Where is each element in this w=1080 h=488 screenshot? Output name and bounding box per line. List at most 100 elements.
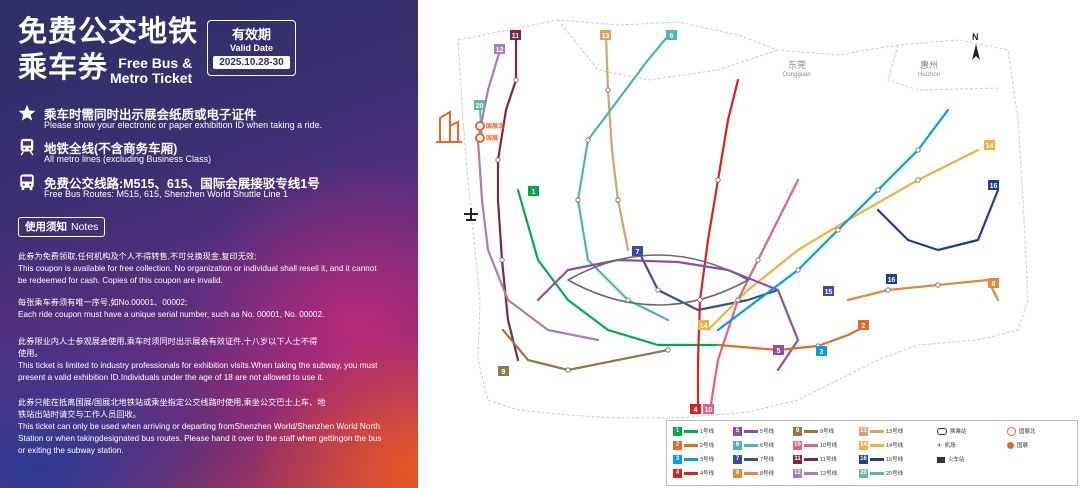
note-2-en: Each ride coupon must have a unique seri… bbox=[18, 310, 325, 319]
label-shenzhen-world-north: 国展北 bbox=[486, 122, 504, 130]
svg-text:15: 15 bbox=[825, 289, 833, 296]
ticket-title-en: Free Bus & Metro Ticket bbox=[110, 56, 192, 86]
line-14 bbox=[706, 148, 980, 332]
note-4-en-line2: Station or when takingdesignated bus rou… bbox=[18, 434, 382, 443]
title-en-line1: Free Bus & bbox=[118, 55, 193, 71]
line-15 bbox=[567, 254, 749, 306]
svg-text:11: 11 bbox=[512, 33, 520, 40]
line-5 bbox=[536, 258, 800, 372]
airport-legend-icon: ✈ bbox=[937, 443, 942, 449]
metro-map: 东莞 Dongguan 惠州 Huizhou N bbox=[436, 19, 1029, 419]
note-4-cn-line1: 此券只能在抵离国展/国展北地铁站或乘坐指定公交线路时使用,乘坐公交巴士上车、地 bbox=[18, 398, 326, 407]
huizhou-border bbox=[887, 44, 999, 91]
svg-text:5: 5 bbox=[777, 348, 781, 355]
svg-text:4: 4 bbox=[694, 407, 698, 414]
region-dongguan-cn: 东莞 bbox=[788, 59, 806, 70]
rule-show-id-cn: 乘车时需同时出示展会纸质或电子证件 bbox=[44, 108, 257, 122]
svg-text:10: 10 bbox=[705, 407, 713, 414]
line-11 bbox=[496, 34, 520, 362]
station-shenzhen-world-north bbox=[475, 121, 485, 131]
note-1-en-line2: be redeemed for cash. Copies of this cou… bbox=[18, 276, 223, 285]
railway-station-icon bbox=[937, 456, 945, 463]
line-1 bbox=[516, 188, 720, 347]
note-4-en-line1: This ticket can only be used when arrivi… bbox=[18, 422, 380, 431]
line-16 bbox=[876, 188, 1000, 252]
svg-text:7: 7 bbox=[636, 249, 640, 256]
valid-date-box: 有效期 Valid Date 2025.10.28-30 bbox=[207, 20, 296, 76]
notes-label-en: Notes bbox=[71, 221, 99, 233]
notes-label: 使用须知 Notes bbox=[18, 217, 106, 237]
label-shenzhen-world: 国展 bbox=[486, 134, 498, 142]
metro-map-panel: 东莞 Dongguan 惠州 Huizhou N bbox=[418, 0, 1080, 488]
bus-icon bbox=[20, 174, 34, 191]
legend-world-north: 国展北 bbox=[1007, 427, 1036, 437]
compass-icon: N bbox=[972, 32, 980, 60]
title-cn-line1: 免费公交地铁 bbox=[18, 16, 199, 48]
svg-text:14: 14 bbox=[700, 323, 708, 330]
valid-date-label-cn: 有效期 bbox=[231, 27, 271, 42]
line-7 bbox=[636, 248, 780, 312]
note-3-cn-line2: 使用。 bbox=[18, 349, 43, 358]
line-13 bbox=[604, 34, 630, 252]
rule-show-id-en: Please show your electronic or paper exh… bbox=[44, 120, 323, 130]
metro-lines bbox=[476, 34, 1000, 412]
metro-train-icon bbox=[20, 138, 34, 156]
svg-text:N: N bbox=[972, 32, 979, 42]
line-badges: 11 13 12 20 6 1 7 9 14 4 10 5 3 2 8 16 1… bbox=[474, 30, 999, 414]
svg-text:8: 8 bbox=[992, 281, 996, 288]
rule-bus-cn: 免费公交线路:M515、615、国际会展接驳专线1号 bbox=[44, 177, 320, 191]
dongguan-border bbox=[557, 19, 779, 81]
svg-text:3: 3 bbox=[820, 349, 824, 356]
note-4-en-line3: or exiting the subway station. bbox=[18, 446, 124, 455]
note-3-cn-line1: 此券限业内人士参观展会使用,乘车时须同时出示展会有效证件,十八岁以下人士不得 bbox=[18, 337, 318, 346]
notes-label-cn: 使用须知 bbox=[25, 221, 67, 233]
station-shenzhen-world bbox=[475, 133, 485, 143]
line-10 bbox=[708, 178, 800, 412]
line-12 bbox=[476, 48, 600, 342]
star-icon bbox=[18, 104, 36, 121]
line-6 bbox=[576, 34, 670, 322]
note-2-cn: 每张乘车券须有唯一序号,如No.00001、00002; bbox=[18, 298, 188, 307]
svg-text:14: 14 bbox=[986, 143, 994, 150]
svg-text:2: 2 bbox=[862, 323, 866, 330]
line-9 bbox=[501, 328, 670, 372]
world-north-legend-icon bbox=[1007, 427, 1016, 437]
valid-date-label-en: Valid Date bbox=[229, 43, 274, 53]
ticket-panel: 免费公交地铁 乘车券 Free Bus & Metro Ticket 有效期 V… bbox=[0, 0, 418, 488]
airport-icon bbox=[464, 208, 478, 221]
rule-metro-cn: 地铁全线(不含商务车厢) bbox=[44, 142, 178, 156]
note-paragraph-4: 此券只能在抵离国展/国展北地铁站或乘坐指定公交线路时使用,乘坐公交巴士上车、地 … bbox=[18, 397, 410, 457]
svg-text:13: 13 bbox=[602, 33, 610, 40]
ticket-title-cn: 免费公交地铁 乘车券 bbox=[18, 14, 198, 86]
note-paragraph-2: 每张乘车券须有唯一序号,如No.00001、00002; Each ride c… bbox=[18, 297, 410, 321]
line-4 bbox=[696, 78, 740, 412]
stations bbox=[495, 77, 941, 373]
region-huizhou-en: Huizhou bbox=[918, 72, 940, 78]
region-dongguan-en: Dongguan bbox=[783, 72, 811, 78]
transfer-station-icon bbox=[937, 428, 947, 436]
legend-railway: 火车站 bbox=[937, 455, 965, 463]
note-paragraph-1: 此券为免费领取,任何机构及个人不得转售,不可兑换现金,复印无效; This co… bbox=[18, 251, 410, 287]
legend-airport: ✈机场 bbox=[937, 443, 956, 449]
title-en-line2: Metro Ticket bbox=[110, 70, 193, 86]
note-paragraph-3: 此券限业内人士参观展会使用,乘车时须同时出示展会有效证件,十八岁以下人士不得 使… bbox=[18, 336, 410, 384]
note-1-cn: 此券为免费领取,任何机构及个人不得转售,不可兑换现金,复印无效; bbox=[18, 252, 257, 261]
exhibition-building-icon bbox=[436, 110, 462, 143]
svg-text:12: 12 bbox=[496, 47, 504, 54]
rule-bus-en: Free Bus Routes: M515, 615, Shenzhen Wor… bbox=[44, 189, 288, 199]
svg-text:20: 20 bbox=[476, 103, 484, 110]
line-3 bbox=[716, 108, 950, 332]
rule-metro-en: All metro lines (excluding Business Clas… bbox=[44, 154, 212, 164]
note-1-en-line1: This coupon is available for free collec… bbox=[18, 264, 377, 273]
